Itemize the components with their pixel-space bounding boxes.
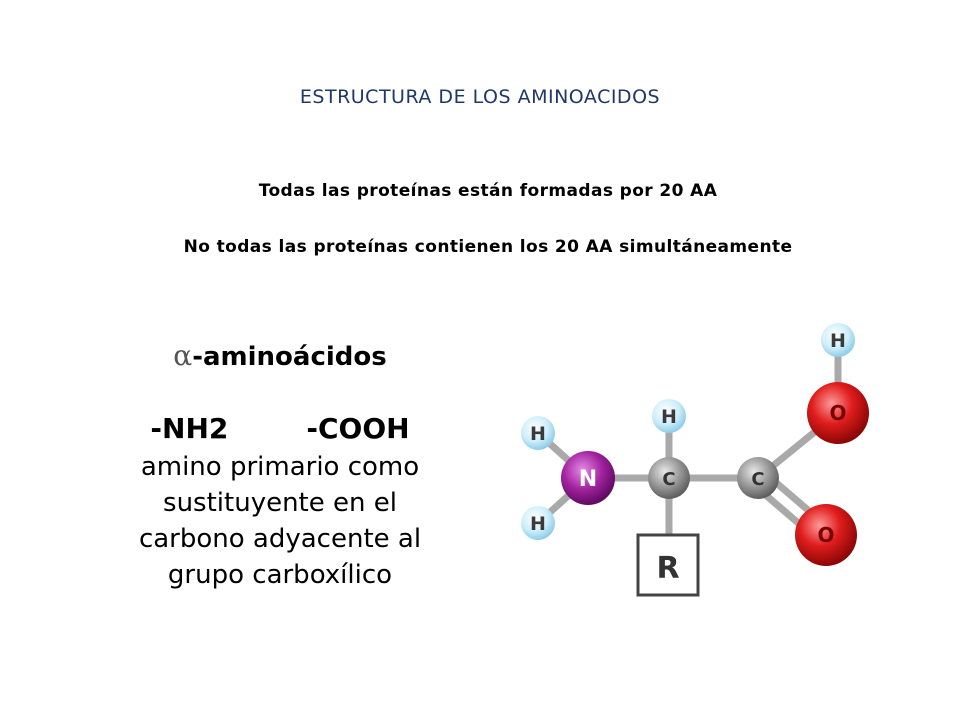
h-top-right-label: H [830,330,846,352]
o-hydroxyl-label: O [829,401,846,425]
h-alpha-atom: H [652,399,686,433]
n-amino-atom: N [561,451,615,505]
description-line-2: sustituyente en el [163,488,397,518]
alpha-symbol: α [173,339,193,372]
alpha-aminoacids-heading: α-aminoácidos [90,330,470,383]
description-line-1: amino primario como [140,452,420,482]
o-carbonyl-atom: O [795,504,857,566]
n-amino-label: N [579,467,597,492]
c-carboxyl-atom: C [737,457,779,499]
bonds [534,336,842,544]
h-amino-top-label: H [530,423,546,445]
h-amino-top-atom: H [521,416,555,450]
statement-not-all-proteins: No todas las proteínas contienen los 20 … [183,237,793,257]
functional-groups: -NH2 -COOH [150,412,410,445]
statement-all-proteins: Todas las proteínas están formadas por 2… [258,181,718,201]
c-carboxyl-label: C [751,469,764,490]
h-amino-bottom-atom: H [521,506,555,540]
description-line-3: carbono adyacente al [138,524,422,554]
description-line-4: grupo carboxílico [167,560,393,590]
c-alpha-label: C [662,469,675,490]
h-alpha-label: H [661,406,677,428]
amino-acid-explanation: α-aminoácidos -NH2 -COOH amino primario … [90,330,470,593]
r-group-box [636,533,700,597]
o-hydroxyl-atom: O [807,382,869,444]
o-carbonyl-label: O [817,523,834,547]
slide-title: ESTRUCTURA DE LOS AMINOACIDOS [299,86,661,108]
r-group-label: R [656,551,679,586]
c-alpha-atom: C [648,457,690,499]
amino-acid-structure-diagram: R H H H H N C C O O [521,323,869,597]
h-top-right-atom: H [821,323,855,357]
alpha-aminoacids-text: -aminoácidos [192,342,387,372]
h-amino-bottom-label: H [530,513,546,535]
